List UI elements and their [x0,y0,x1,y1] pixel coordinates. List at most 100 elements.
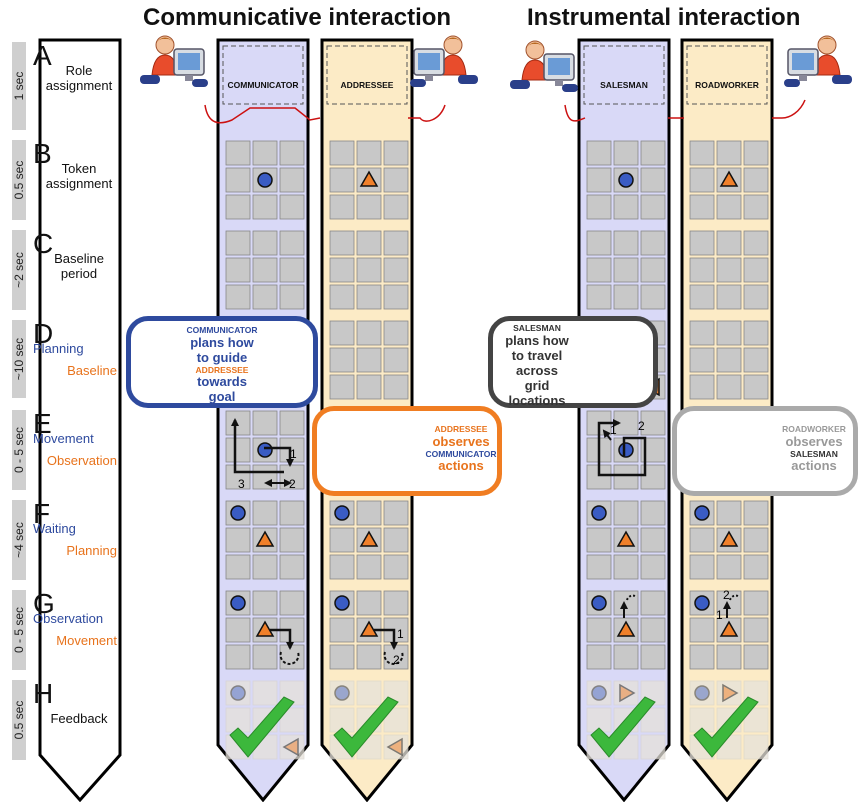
grid-cell [743,554,769,580]
move-path [264,446,294,467]
phase-letter: G [33,588,55,619]
grid-cell [743,140,769,166]
grid-cell [743,167,769,193]
grid-cell [586,527,612,553]
grid-cell [252,140,278,166]
grid-cell [252,257,278,283]
role-box [686,45,768,105]
grid-cell-faded [586,707,612,733]
grid-cell [383,320,409,346]
addressee-observes-box: ADDRESSEE observes COMMUNICATOR actions [312,406,502,496]
role-box [326,45,408,105]
person-at-computer-icon [410,35,478,87]
cable [408,104,446,122]
grid-cell [383,140,409,166]
grid-cell [743,374,769,400]
duration-label: 0 - 5 sec [12,606,26,654]
grid-cell [743,194,769,220]
screen [178,53,200,70]
stand [555,80,563,86]
grid-cell [743,230,769,256]
grid-cell [743,320,769,346]
grid-cell [613,194,639,220]
grid-cell [689,194,715,220]
grid-cell [613,644,639,670]
grid-cell [743,257,769,283]
grid-cell [279,644,305,670]
turn-arrow [626,594,636,601]
phase-letter: A [33,40,52,71]
grid-cell [743,617,769,643]
grid-cell [252,410,278,436]
duration-label: 0.5 sec [12,700,26,740]
grid-cell [689,230,715,256]
step-number: 2 [638,419,645,433]
hair [156,37,174,43]
grid-cell [743,347,769,373]
grid-cell [225,140,251,166]
grid-cell [613,284,639,310]
grid-cell-faded [252,680,278,706]
grid-cell [252,554,278,580]
lane-header-salesman: SALESMAN [600,80,648,90]
grid-cell [383,590,409,616]
grid-cell [279,284,305,310]
turn-arrow [383,651,404,665]
grid-cell [689,527,715,553]
grid-cell [356,500,382,526]
grid-cell [613,257,639,283]
duration-label: 0 - 5 sec [12,426,26,474]
stand [799,75,807,81]
phase-label-orange: Planning [66,543,117,558]
orange-token [359,170,379,187]
grid-cell [586,140,612,166]
move-path [597,419,647,477]
gamepad [192,79,208,87]
blue-token [230,685,246,701]
grid-cell [689,374,715,400]
phase-letter: D [33,318,54,349]
screen [418,53,440,70]
grid-cell [225,167,251,193]
blue-token [618,442,634,458]
grid-cell [586,257,612,283]
grid-cell [225,617,251,643]
grid-cell [613,464,639,490]
grid-cell [613,500,639,526]
phase-letter: C [33,228,54,259]
gamepad [510,80,530,89]
orange-token [722,683,739,703]
step-number: 3 [238,477,245,491]
grid-cell [689,617,715,643]
grid-cell [689,284,715,310]
grid-cell [640,617,666,643]
move-path [374,628,398,650]
blue-token [257,172,273,188]
grid-cell [716,644,742,670]
grid-cell [329,554,355,580]
grid-cell [743,500,769,526]
gamepad [140,75,160,84]
grid-cell [716,257,742,283]
lane-header-roadworker: ROADWORKER [695,80,759,90]
box-role: COMMUNICATOR [186,325,258,335]
stand [425,75,433,81]
grid-cell [716,140,742,166]
grid-cell [356,554,382,580]
grid-cell [716,320,742,346]
screen [548,58,570,75]
role-box [222,45,304,105]
grid-cell [383,284,409,310]
person-at-computer-icon [510,40,578,92]
blue-token [591,505,607,521]
orange-token [282,737,299,757]
gamepad [562,84,578,92]
grid-cell [225,437,251,463]
grid-cell [586,617,612,643]
grid-cell [689,500,715,526]
grid-cell [689,140,715,166]
gamepad [784,79,800,87]
phase-label-blue: Movement [33,431,94,446]
